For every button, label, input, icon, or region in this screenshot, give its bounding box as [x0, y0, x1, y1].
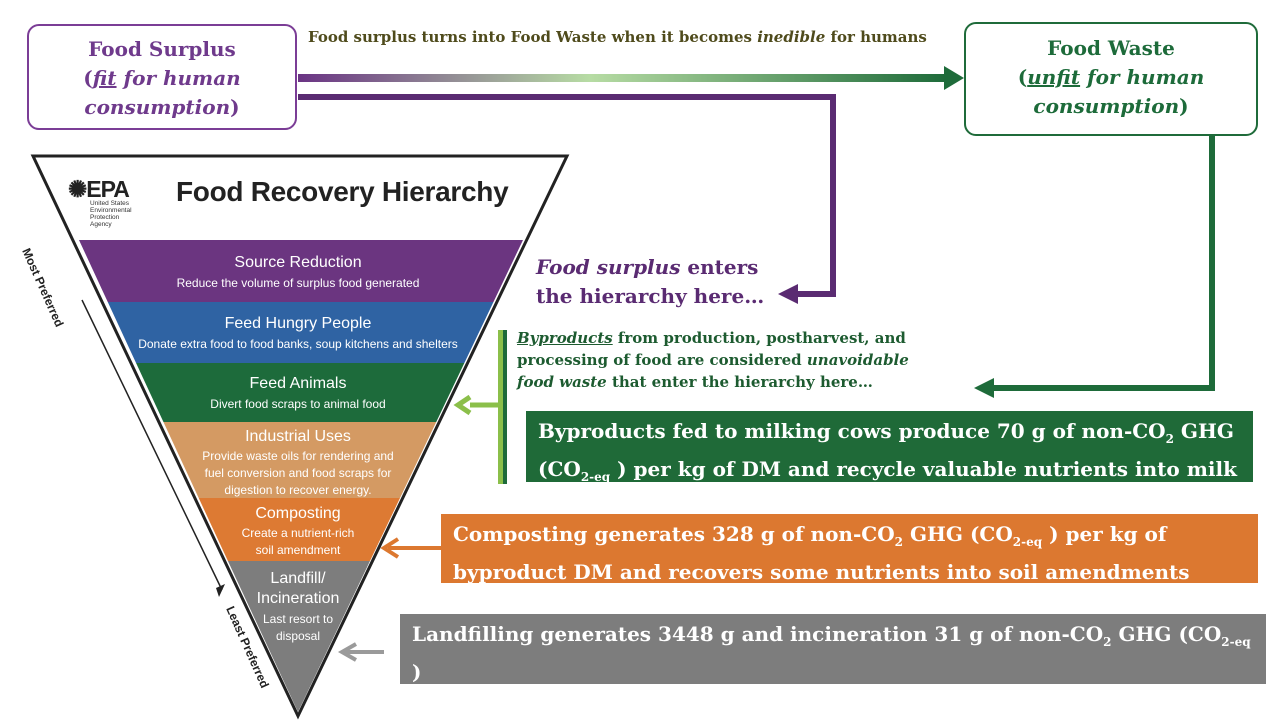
epa-agency-text: United States Environmental Protection A…: [90, 200, 160, 228]
layer-desc: Divert food scraps to animal food: [210, 397, 386, 411]
note-text: Food surplus turns into Food Waste when …: [308, 28, 758, 46]
layer-desc: Donate extra food to food banks, soup ki…: [138, 337, 458, 351]
unavoidable-word: unavoidable: [806, 351, 909, 369]
desc-line: Last resort to: [262, 612, 334, 626]
layer-desc: Create a nutrient-rich soil amendment: [98, 525, 498, 559]
byproducts-word: Byproducts: [517, 329, 613, 347]
food-waste-title: Food Waste: [1047, 36, 1175, 60]
surplus-to-waste-note: Food surplus turns into Food Waste when …: [308, 28, 927, 46]
layer-title-line2: Incineration: [256, 590, 340, 607]
food-surplus-phrase: Food surplus: [536, 255, 681, 279]
subscript: 2-eq: [1012, 535, 1043, 549]
food-surplus-box: Food Surplus (fit for human consumption): [27, 24, 297, 130]
layer-title: Source Reduction: [234, 254, 362, 271]
composting-arrow: [380, 537, 441, 559]
byproducts-line3: that enter the hierarchy here…: [606, 373, 873, 391]
milking-cows-callout: Byproducts fed to milking cows produce 7…: [526, 411, 1253, 484]
paren-open: (: [1017, 65, 1028, 89]
byproducts-note: Byproducts from production, postharvest,…: [517, 327, 957, 393]
callout-text: ) per kg of DM and recycle valuable nutr…: [610, 457, 1237, 481]
callout-text: Composting generates 328 g of non-CO: [453, 522, 895, 546]
paren-close: ): [1179, 94, 1189, 118]
feed-animals-arrow: [453, 394, 498, 416]
hierarchy-here-text: the hierarchy here…: [536, 284, 765, 308]
for-human-text: for human: [116, 66, 241, 90]
landfill-callout: Landfilling generates 3448 g and inciner…: [400, 614, 1266, 714]
consumption-text: consumption: [84, 95, 231, 119]
layer-title: Industrial Uses: [245, 428, 351, 445]
callout-text: Byproducts fed to milking cows produce 7…: [538, 419, 1166, 443]
food-waste-phrase: food waste: [517, 373, 607, 391]
desc-line: fuel conversion and food scraps for: [204, 466, 392, 480]
callout-text: (CO: [538, 457, 581, 481]
callout-text: GHG (CO: [1111, 622, 1222, 646]
waste-entry-arrow: [974, 122, 1215, 398]
agency-line: United States: [90, 200, 130, 207]
byproducts-line1: from production, postharvest, and: [612, 329, 906, 347]
layer-desc: Reduce the volume of surplus food genera…: [176, 276, 420, 290]
fit-word: fit: [92, 66, 117, 90]
consumption-text: consumption: [1033, 94, 1180, 118]
callout-text: ) per kg of: [1042, 522, 1167, 546]
hierarchy-title: Food Recovery Hierarchy: [176, 176, 509, 207]
callout-text: GHG (CO: [902, 522, 1013, 546]
callout-text: ): [412, 660, 422, 684]
food-surplus-title: Food Surplus: [88, 37, 236, 61]
callout-text: Landfilling generates 3448 g and inciner…: [412, 622, 1104, 646]
layer-feed-hungry-people: [79, 302, 523, 363]
desc-line: Create a nutrient-rich: [241, 526, 355, 540]
callout-text: byproduct DM and recovers some nutrients…: [453, 560, 1190, 584]
callout-text: GHG: [1173, 419, 1234, 443]
subscript: 2-eq: [580, 470, 611, 484]
subscript: 2: [894, 535, 903, 549]
paren-close: ): [230, 95, 240, 119]
desc-line: Provide waste oils for rendering and: [202, 449, 394, 463]
desc-line: digestion to recover energy.: [224, 483, 372, 497]
subscript: 2: [1103, 635, 1112, 649]
note-text-end: for humans: [825, 28, 927, 46]
layer-title: Composting: [255, 505, 341, 522]
food-waste-box: Food Waste (unfit for human consumption): [964, 22, 1258, 136]
callout-text: per kg of byproduct of DM, but all nutri…: [412, 690, 999, 714]
landfill-arrow: [337, 642, 384, 662]
for-human-text: for human: [1080, 65, 1205, 89]
layer-desc: Provide waste oils for rendering and fue…: [98, 448, 498, 499]
agency-line: Agency: [90, 221, 112, 228]
desc-line: disposal: [275, 629, 321, 643]
surplus-entry-arrow: [298, 94, 836, 304]
layer-title: Landfill/: [270, 570, 326, 587]
byproduct-bracket: [498, 330, 507, 484]
desc-line: soil amendment: [255, 543, 341, 557]
epa-logo: ✺EPA: [68, 176, 130, 202]
composting-callout: Composting generates 328 g of non-CO2 GH…: [441, 514, 1258, 584]
paren-open: (: [83, 66, 93, 90]
unfit-word: unfit: [1027, 65, 1081, 89]
epa-logo-text: EPA: [86, 176, 130, 202]
subscript: 2-eq: [1221, 635, 1251, 649]
inedible-word: inedible: [757, 28, 826, 46]
preference-arrow: [81, 299, 223, 591]
layer-source-reduction: [79, 240, 523, 302]
layer-title: Feed Animals: [249, 375, 347, 392]
enters-text: enters: [680, 255, 759, 279]
layer-title: Feed Hungry People: [224, 315, 372, 332]
layer-desc: Last resort to disposal: [98, 611, 498, 645]
byproducts-line2a: processing of food are considered: [517, 351, 807, 369]
surplus-enters-note: Food surplus enters the hierarchy here…: [536, 253, 764, 311]
subscript: 2: [1165, 432, 1174, 446]
surplus-to-waste-arrow: [298, 66, 964, 90]
agency-line: Environmental Protection: [90, 207, 132, 221]
